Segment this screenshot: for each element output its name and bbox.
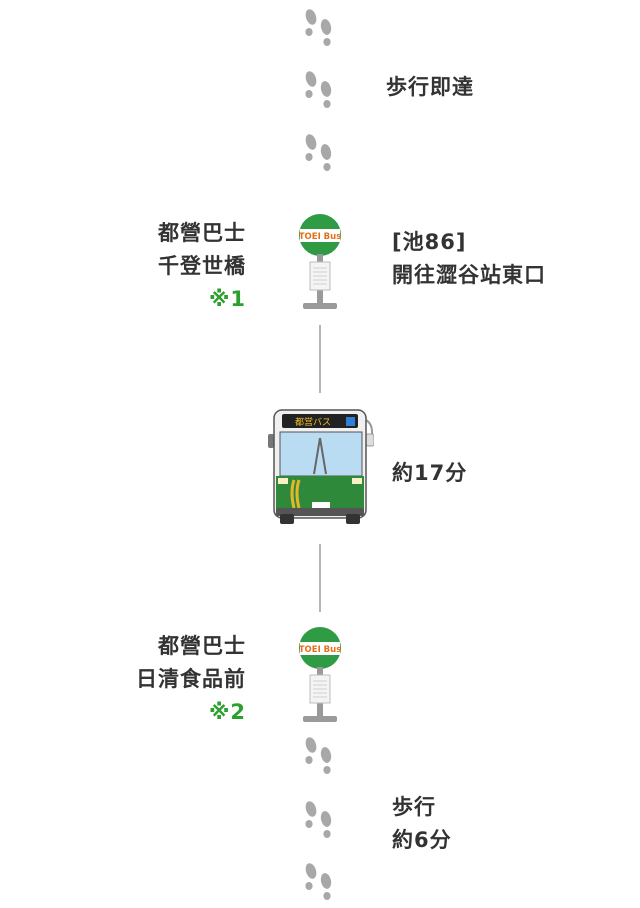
footprints-icon <box>303 735 333 774</box>
bus-stop-sign-text: TOEI Bus <box>299 232 341 242</box>
bus-display-text: 都営バス <box>295 416 331 428</box>
footprints-icon <box>303 799 333 838</box>
walk-bottom-line1: 歩行 <box>392 795 436 819</box>
route-direction: 開往澀谷站東口 <box>392 263 546 287</box>
board-stop-line1: 都營巴士 <box>158 221 246 245</box>
alight-stop-note: ※2 <box>208 700 246 724</box>
bus-stop-sign-text: TOEI Bus <box>299 645 341 655</box>
footprints-icon <box>303 861 333 900</box>
route-info: [池86] 開往澀谷站東口 <box>392 226 546 292</box>
board-stop-name: 都營巴士 千登世橋 ※1 <box>100 217 246 316</box>
alight-stop-line1: 都營巴士 <box>158 634 246 658</box>
alight-stop-name: 都營巴士 日清食品前 ※2 <box>100 630 246 729</box>
bus-icon: 都営バス <box>268 409 374 524</box>
footprints-icon <box>303 69 333 108</box>
route-number: [池86] <box>392 230 467 254</box>
alight-stop-line2: 日清食品前 <box>136 667 246 691</box>
bus-stop-icon: TOEI Bus <box>299 214 341 310</box>
board-stop-note: ※1 <box>208 287 246 311</box>
ride-duration: 約17分 <box>392 461 468 485</box>
footprints-icon <box>303 7 333 47</box>
route-line-lower <box>319 544 321 612</box>
footprints-icon <box>303 132 333 171</box>
board-stop-line2: 千登世橋 <box>158 254 246 278</box>
bus-stop-icon: TOEI Bus <box>299 627 341 723</box>
route-line-upper <box>319 325 321 393</box>
walk-instant-label: 歩行即達 <box>386 75 474 99</box>
walk-bottom-line2: 約6分 <box>392 828 452 852</box>
walk-bottom-label: 歩行 約6分 <box>392 791 452 857</box>
